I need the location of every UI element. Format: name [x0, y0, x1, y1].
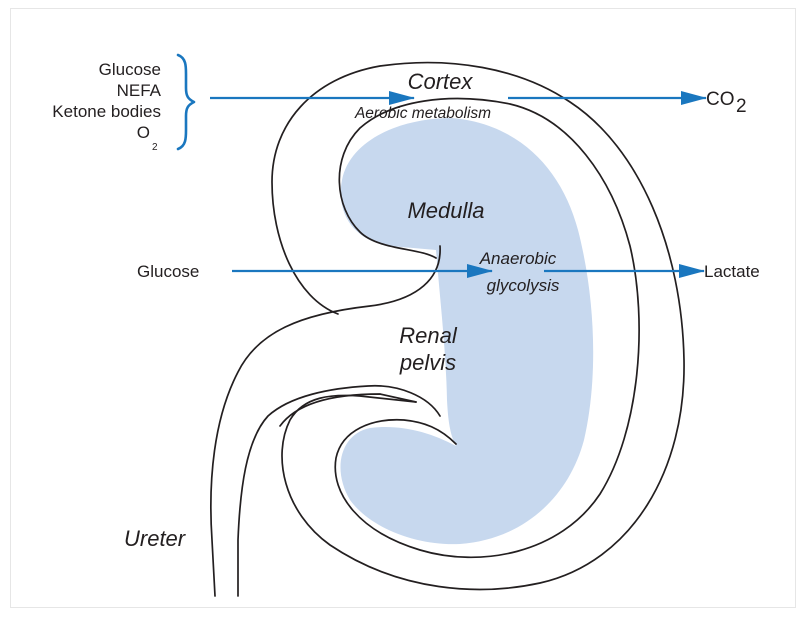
inputs-brace [178, 55, 194, 149]
input-oxygen-label: O [137, 123, 150, 142]
pelvis-lower-wall-inner [280, 394, 416, 426]
co2-output-label: CO [706, 89, 735, 110]
ureter-label: Ureter [124, 526, 187, 551]
glycolysis-label: glycolysis [487, 276, 560, 295]
cortex-label: Cortex [408, 69, 474, 94]
pelvis-label: pelvis [399, 350, 456, 375]
co2-output-subscript: 2 [736, 96, 747, 117]
input-oxygen-subscript: 2 [152, 142, 158, 153]
medulla-region [340, 118, 593, 544]
aerobic-metabolism-label: Aerobic metabolism [354, 105, 491, 122]
lactate-output-label: Lactate [704, 262, 760, 281]
input-glucose-label: Glucose [99, 60, 161, 79]
medulla-label: Medulla [407, 198, 484, 223]
anaerobic-label: Anaerobic [479, 249, 557, 268]
input-ketone-bodies-label: Ketone bodies [52, 102, 161, 121]
renal-label: Renal [399, 323, 458, 348]
medulla-glucose-label: Glucose [137, 262, 199, 281]
input-nefa-label: NEFA [117, 81, 162, 100]
